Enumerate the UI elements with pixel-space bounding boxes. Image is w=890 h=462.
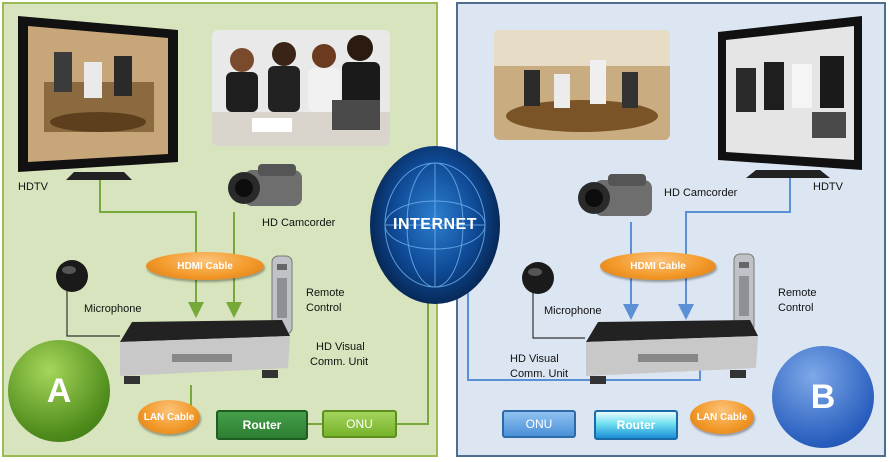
- site-a-badge: A: [8, 340, 110, 442]
- microphone-a-image: [56, 260, 88, 292]
- hdtv-a-image: [18, 16, 178, 180]
- microphone-a-label: Microphone: [84, 303, 142, 315]
- visual-unit-a-label-1: HD Visual: [316, 341, 365, 353]
- microphone-a-wire: [66, 290, 120, 337]
- lan-cable-b-label: LAN Cable: [690, 400, 754, 434]
- visual-unit-b-label-1: HD Visual: [510, 353, 559, 365]
- globe-icon: [384, 162, 486, 288]
- microphone-b-image: [522, 262, 554, 294]
- remote-b-label-2: Control: [778, 302, 814, 314]
- hdtv-a-wire: [99, 178, 204, 318]
- internet-label: INTERNET: [393, 216, 477, 233]
- camcorder-a-label: HD Camcorder: [262, 217, 336, 229]
- router-b: Router: [594, 410, 678, 440]
- remote-control-b-image: [733, 253, 755, 333]
- hdmi-cable-a-label: HDMI Cable: [146, 252, 264, 280]
- remote-b-label-1: Remote: [778, 287, 817, 299]
- visual-comm-unit-a-image: [120, 320, 290, 384]
- router-a: Router: [216, 410, 308, 440]
- onu-a: ONU: [322, 410, 397, 438]
- hdtv-b-label: HDTV: [813, 181, 843, 193]
- hdmi-cable-b-label: HDMI Cable: [600, 252, 716, 280]
- meeting-photo-b: [494, 30, 670, 140]
- microphone-b-label: Microphone: [544, 305, 602, 317]
- visual-comm-unit-b-image: [586, 320, 758, 384]
- camcorder-a-image: [228, 164, 302, 206]
- hdtv-b-image: [718, 16, 862, 178]
- visual-unit-b-label-2: Comm. Unit: [510, 368, 569, 380]
- remote-a-label-2: Control: [306, 302, 342, 314]
- lan-cable-a-label: LAN Cable: [138, 400, 200, 434]
- visual-unit-a-label-2: Comm. Unit: [310, 356, 369, 368]
- camcorder-b-label: HD Camcorder: [664, 187, 738, 199]
- remote-a-label-1: Remote: [306, 287, 345, 299]
- hdtv-a-label: HDTV: [18, 181, 48, 193]
- meeting-photo-a: [212, 30, 390, 146]
- site-b-badge: B: [772, 346, 874, 448]
- camcorder-b-image: [578, 174, 652, 216]
- onu-b: ONU: [502, 410, 576, 438]
- microphone-b-wire: [532, 290, 585, 339]
- internet-globe: INTERNET: [370, 146, 500, 304]
